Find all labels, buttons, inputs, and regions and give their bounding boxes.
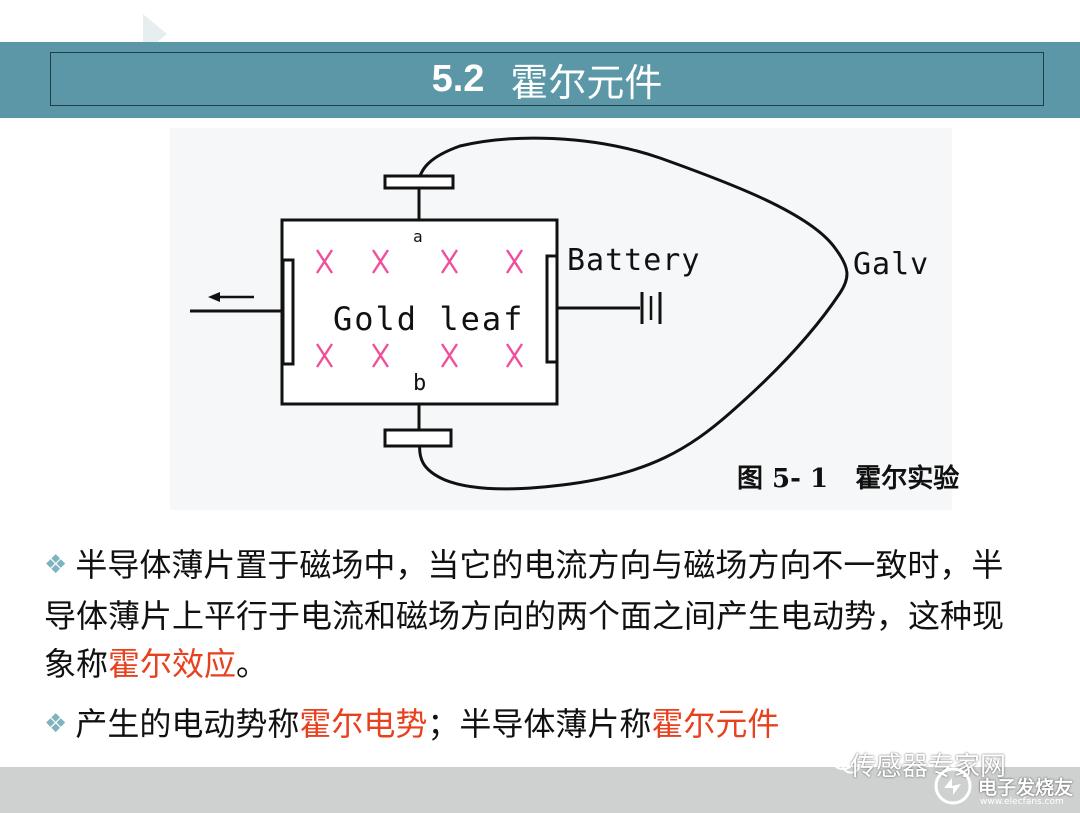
highlight-hall-effect: 霍尔效应 (108, 645, 237, 683)
wechat-icon (832, 752, 860, 774)
hall-experiment-diagram: a b Gold leaf Battery Galv (190, 136, 929, 491)
highlight-hall-voltage: 霍尔电势 (299, 705, 428, 743)
watermark-site-name: 电子发烧友 (978, 777, 1074, 799)
paragraph-text: 产生的电动势称 (75, 705, 300, 743)
electrode-bottom (383, 428, 453, 448)
label-battery: Battery (567, 243, 700, 278)
slide-title: 5.2 霍尔元件 (50, 52, 1044, 106)
bullet-paragraph-2: ❖产生的电动势称霍尔电势；半导体薄片称霍尔元件 (44, 700, 1034, 751)
section-title: 霍尔元件 (510, 60, 663, 105)
electrode-left (281, 258, 295, 366)
magnetic-field-crosses (315, 249, 524, 368)
highlight-hall-element: 霍尔元件 (651, 705, 780, 743)
paragraph-text-end: 。 (236, 645, 269, 683)
paragraph-text-mid: ；半导体薄片称 (427, 705, 652, 743)
watermark-account: 传感器专家网 (850, 752, 1007, 782)
label-a: a (413, 227, 423, 246)
elecfans-logo-icon (934, 767, 972, 805)
paragraph-text: 半导体薄片置于磁场中，当它的电流方向与磁场方向不一致时，半导体薄片上平行于电流和… (44, 546, 1005, 683)
electrode-right (545, 254, 559, 364)
galvanometer-wire (416, 136, 849, 491)
watermark-site-url: www.elecfans.com (980, 797, 1064, 807)
label-b: b (413, 371, 426, 396)
diamond-bullet-icon: ❖ (44, 550, 68, 580)
figure-caption: 图 5- 1 霍尔实验 (737, 464, 960, 494)
bullet-paragraph-1: ❖半导体薄片置于磁场中，当它的电流方向与磁场方向不一致时，半导体薄片上平行于电流… (44, 541, 1034, 688)
gold-leaf-plate (280, 218, 559, 406)
label-galv: Galv (853, 247, 929, 282)
footer-band (0, 767, 1080, 813)
electrode-top (383, 174, 455, 190)
label-gold-leaf: Gold leaf (333, 300, 524, 338)
section-number: 5.2 (431, 57, 485, 100)
diamond-bullet-icon: ❖ (44, 709, 68, 739)
